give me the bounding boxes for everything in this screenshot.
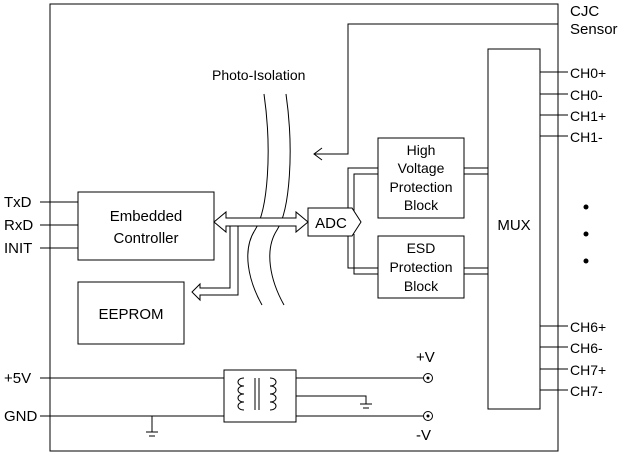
- module-outline: [49, 3, 559, 452]
- controller-label-line2: Controller: [113, 230, 178, 247]
- controller-label-line1: Embedded: [110, 208, 183, 225]
- esd-label-line3: Block: [404, 278, 439, 294]
- protection-to-adc-lines: [347, 167, 378, 275]
- photo-isolation-label: Photo-Isolation: [212, 67, 305, 83]
- ground-icon: [146, 416, 158, 437]
- controller-adc-double-arrow: [213, 210, 309, 234]
- protection-to-mux-lines: [464, 167, 488, 275]
- channel-ellipsis-dot-3: [583, 258, 589, 264]
- pin-label-txd: TxD: [4, 194, 32, 211]
- mux-block: [487, 48, 541, 410]
- adc-block: [307, 207, 362, 237]
- negative-terminal-icon: [423, 411, 433, 421]
- isolation-curve-right: [269, 93, 291, 306]
- pin-label-5v: +5V: [4, 370, 31, 387]
- channel-ellipsis-dot-2: [583, 231, 589, 237]
- cjc-sensor-line: [314, 23, 558, 155]
- high-voltage-protection-block: [377, 137, 465, 219]
- hv-label-line4: Block: [404, 197, 439, 213]
- isolated-ground-line: [296, 395, 367, 404]
- pin-label-gnd: GND: [4, 408, 38, 425]
- hv-label-line2: Voltage: [398, 160, 445, 176]
- hv-label-line1: High: [407, 142, 436, 158]
- pin-label-rxd: RxD: [4, 217, 33, 234]
- pin-label-ch0m: CH0-: [570, 87, 603, 103]
- left-pins: TxD RxD INIT +5V GND: [4, 194, 78, 425]
- pin-label-ch1m: CH1-: [570, 129, 603, 145]
- mux-label: MUX: [497, 217, 530, 234]
- transformer-coil-icon: [237, 377, 277, 411]
- pin-label-ch7m: CH7-: [570, 383, 603, 399]
- pin-label-ch1p: CH1+: [570, 108, 606, 124]
- negative-terminal-center: [426, 414, 430, 418]
- cjc-label-line2: Sensor: [570, 21, 618, 38]
- esd-protection-block: [377, 235, 465, 299]
- eeprom-label: EEPROM: [98, 306, 163, 323]
- right-pins: CH0+ CH0- CH1+ CH1- CH6+ CH6- CH7+ CH7-: [540, 65, 606, 399]
- pin-label-ch0p: CH0+: [570, 65, 606, 81]
- isolated-ground-icon: [360, 403, 372, 409]
- pin-label-ch6p: CH6+: [570, 319, 606, 335]
- positive-terminal-center: [426, 376, 430, 380]
- hv-label-line3: Protection: [389, 179, 452, 195]
- cjc-label-line1: CJC: [570, 3, 599, 20]
- adc-label: ADC: [315, 215, 347, 232]
- esd-label-line2: Protection: [389, 259, 452, 275]
- pin-label-init: INIT: [4, 240, 32, 257]
- pin-label-ch7p: CH7+: [570, 362, 606, 378]
- esd-label-line1: ESD: [407, 240, 436, 256]
- cjc-arrow-head: [313, 147, 323, 161]
- eeprom-block: [77, 281, 185, 345]
- isolation-transformer-block: [223, 369, 297, 423]
- positive-terminal-icon: [423, 373, 433, 383]
- positive-voltage-label: +V: [416, 349, 435, 366]
- eeprom-bus-arrow: [191, 225, 239, 302]
- isolation-curve-left: [247, 93, 269, 306]
- embedded-controller-block: [77, 191, 215, 261]
- channel-ellipsis-dot-1: [583, 204, 589, 210]
- negative-voltage-label: -V: [416, 427, 431, 444]
- pin-label-ch6m: CH6-: [570, 340, 603, 356]
